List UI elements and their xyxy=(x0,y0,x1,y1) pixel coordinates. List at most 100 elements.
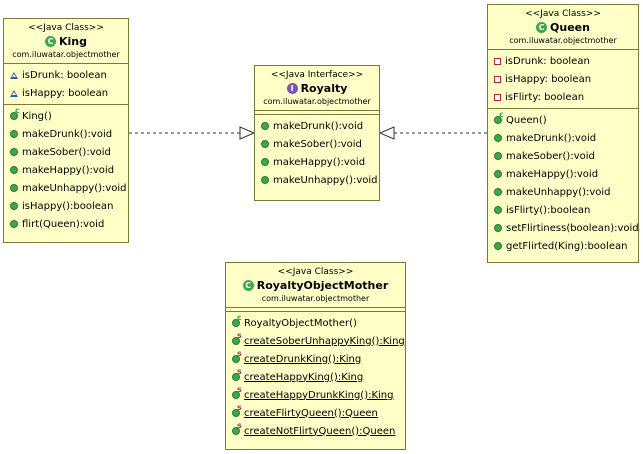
king-realization-arrowhead xyxy=(239,126,256,140)
method-row[interactable]: makeUnhappy():void xyxy=(488,183,638,201)
java-class-icon: C xyxy=(536,22,548,33)
royalty-methods: makeDrunk():void makeSober():void makeHapp… xyxy=(255,115,379,191)
package-field-icon xyxy=(10,89,18,97)
method-row[interactable]: isHappy():boolean xyxy=(4,197,128,215)
public-method-icon xyxy=(494,242,502,250)
method-row[interactable]: makeDrunk():void xyxy=(488,129,638,147)
mother-class-header: <<Java Class>> C RoyaltyObjectMother com… xyxy=(226,263,405,307)
field-row[interactable]: isFlirty: boolean xyxy=(488,88,638,106)
method-row[interactable]: makeDrunk():void xyxy=(255,117,379,135)
static-method-icon xyxy=(232,367,242,381)
field-signature: isFlirty: boolean xyxy=(505,91,585,103)
method-row[interactable]: createHappyKing():King xyxy=(226,367,405,386)
method-row[interactable]: makeSober():void xyxy=(255,135,379,153)
divider xyxy=(255,110,379,111)
king-methods: King() makeDrunk():void makeSober():void ma… xyxy=(4,105,128,235)
java-class-icon: C xyxy=(45,36,56,47)
method-row[interactable]: RoyaltyObjectMother() xyxy=(226,313,405,332)
class-name-text: Queen xyxy=(550,21,590,34)
method-row[interactable]: isFlirty():boolean xyxy=(488,201,638,219)
method-row[interactable]: Queen() xyxy=(488,110,638,129)
method-row[interactable]: makeHappy():void xyxy=(255,153,379,171)
method-signature: makeDrunk():void xyxy=(506,132,597,144)
method-row[interactable]: setFlirtiness(boolean):void xyxy=(488,219,639,237)
divider xyxy=(4,63,128,64)
method-signature: makeHappy():void xyxy=(22,164,115,176)
method-row[interactable]: makeDrunk():void xyxy=(4,125,128,143)
field-row[interactable]: isDrunk: boolean xyxy=(488,52,638,70)
method-row[interactable]: makeUnhappy():void xyxy=(255,171,379,189)
method-signature: makeHappy():void xyxy=(273,156,366,168)
royalty-interface-header: <<Java Interface>> I Royalty com.iluwata… xyxy=(255,66,379,110)
class-name-text: RoyaltyObjectMother xyxy=(256,279,389,292)
java-interface-icon: I xyxy=(286,83,298,94)
method-signature: makeDrunk():void xyxy=(273,120,364,132)
method-signature: makeDrunk():void xyxy=(22,128,113,140)
method-row[interactable]: flirt(Queen):void xyxy=(4,215,128,233)
class-name-text: King xyxy=(59,35,87,48)
king-class-box[interactable]: <<Java Class>> C King com.iluwatar.objec… xyxy=(3,18,129,243)
package-label: com.iluwatar.objectmother xyxy=(263,97,371,106)
method-signature: King() xyxy=(22,110,52,122)
method-row[interactable]: createHappyDrunkKing():King xyxy=(226,385,405,404)
field-signature: isDrunk: boolean xyxy=(505,55,590,67)
method-row[interactable]: createSoberUnhappyKing():King xyxy=(226,331,405,350)
interface-name: I Royalty xyxy=(255,81,379,96)
method-signature: getFlirted(King):boolean xyxy=(506,240,628,252)
private-field-icon xyxy=(494,75,501,83)
method-row[interactable]: makeUnhappy():void xyxy=(4,179,128,197)
field-row[interactable]: isHappy: boolean xyxy=(488,70,638,88)
method-row[interactable]: King() xyxy=(4,106,128,125)
method-row[interactable]: getFlirted(King):boolean xyxy=(488,237,638,255)
private-field-icon xyxy=(494,57,501,65)
stereotype-label: <<Java Interface>> xyxy=(270,70,364,80)
field-row[interactable]: isHappy: boolean xyxy=(4,84,128,102)
constructor-icon xyxy=(232,313,242,327)
method-signature: RoyaltyObjectMother() xyxy=(244,317,357,329)
public-method-icon xyxy=(494,134,502,142)
queen-realization-arrowhead xyxy=(378,126,395,140)
royalty-object-mother-class-box[interactable]: <<Java Class>> C RoyaltyObjectMother com… xyxy=(225,262,406,450)
public-method-icon xyxy=(494,224,502,232)
public-method-icon xyxy=(261,140,269,148)
public-method-icon xyxy=(494,152,502,160)
interface-name-text: Royalty xyxy=(300,82,348,95)
method-row[interactable]: makeSober():void xyxy=(488,147,638,165)
method-signature: setFlirtiness(boolean):void xyxy=(506,222,639,234)
method-signature: Queen() xyxy=(506,114,547,126)
static-method-icon xyxy=(232,421,242,435)
public-method-icon xyxy=(10,148,18,156)
method-signature: makeSober():void xyxy=(273,138,362,150)
mother-methods: RoyaltyObjectMother() createSoberUnhappyK… xyxy=(226,312,405,442)
public-method-icon xyxy=(10,184,18,192)
queen-class-box[interactable]: <<Java Class>> C Queen com.iluwatar.obje… xyxy=(487,4,639,263)
constructor-icon xyxy=(10,106,20,120)
stereotype-label: <<Java Class>> xyxy=(28,23,104,33)
method-signature: createHappyKing():King xyxy=(244,371,364,383)
static-method-icon xyxy=(232,349,242,363)
divider xyxy=(4,104,128,105)
method-signature: isFlirty():boolean xyxy=(506,204,591,216)
method-signature: createDrunkKing():King xyxy=(244,353,362,365)
method-signature: flirt(Queen):void xyxy=(22,218,105,230)
method-row[interactable]: createNotFlirtyQueen():Queen xyxy=(226,421,405,440)
static-method-icon xyxy=(232,385,242,399)
method-signature: makeSober():void xyxy=(506,150,595,162)
package-label: com.iluwatar.objectmother xyxy=(261,294,370,303)
method-signature: makeSober():void xyxy=(22,146,111,158)
method-row[interactable]: createDrunkKing():King xyxy=(226,349,405,368)
field-row[interactable]: isDrunk: boolean xyxy=(4,66,128,84)
royalty-interface-box[interactable]: <<Java Interface>> I Royalty com.iluwata… xyxy=(254,65,380,201)
method-row[interactable]: createFlirtyQueen():Queen xyxy=(226,403,405,422)
method-signature: makeUnhappy():void xyxy=(506,186,611,198)
package-field-icon xyxy=(10,71,18,79)
public-method-icon xyxy=(10,130,18,138)
method-row[interactable]: makeHappy():void xyxy=(4,161,128,179)
method-row[interactable]: makeSober():void xyxy=(4,143,128,161)
divider xyxy=(226,307,405,308)
method-row[interactable]: makeHappy():void xyxy=(488,165,638,183)
queen-methods: Queen() makeDrunk():void makeSober():void m… xyxy=(488,109,639,257)
public-method-icon xyxy=(494,206,502,214)
